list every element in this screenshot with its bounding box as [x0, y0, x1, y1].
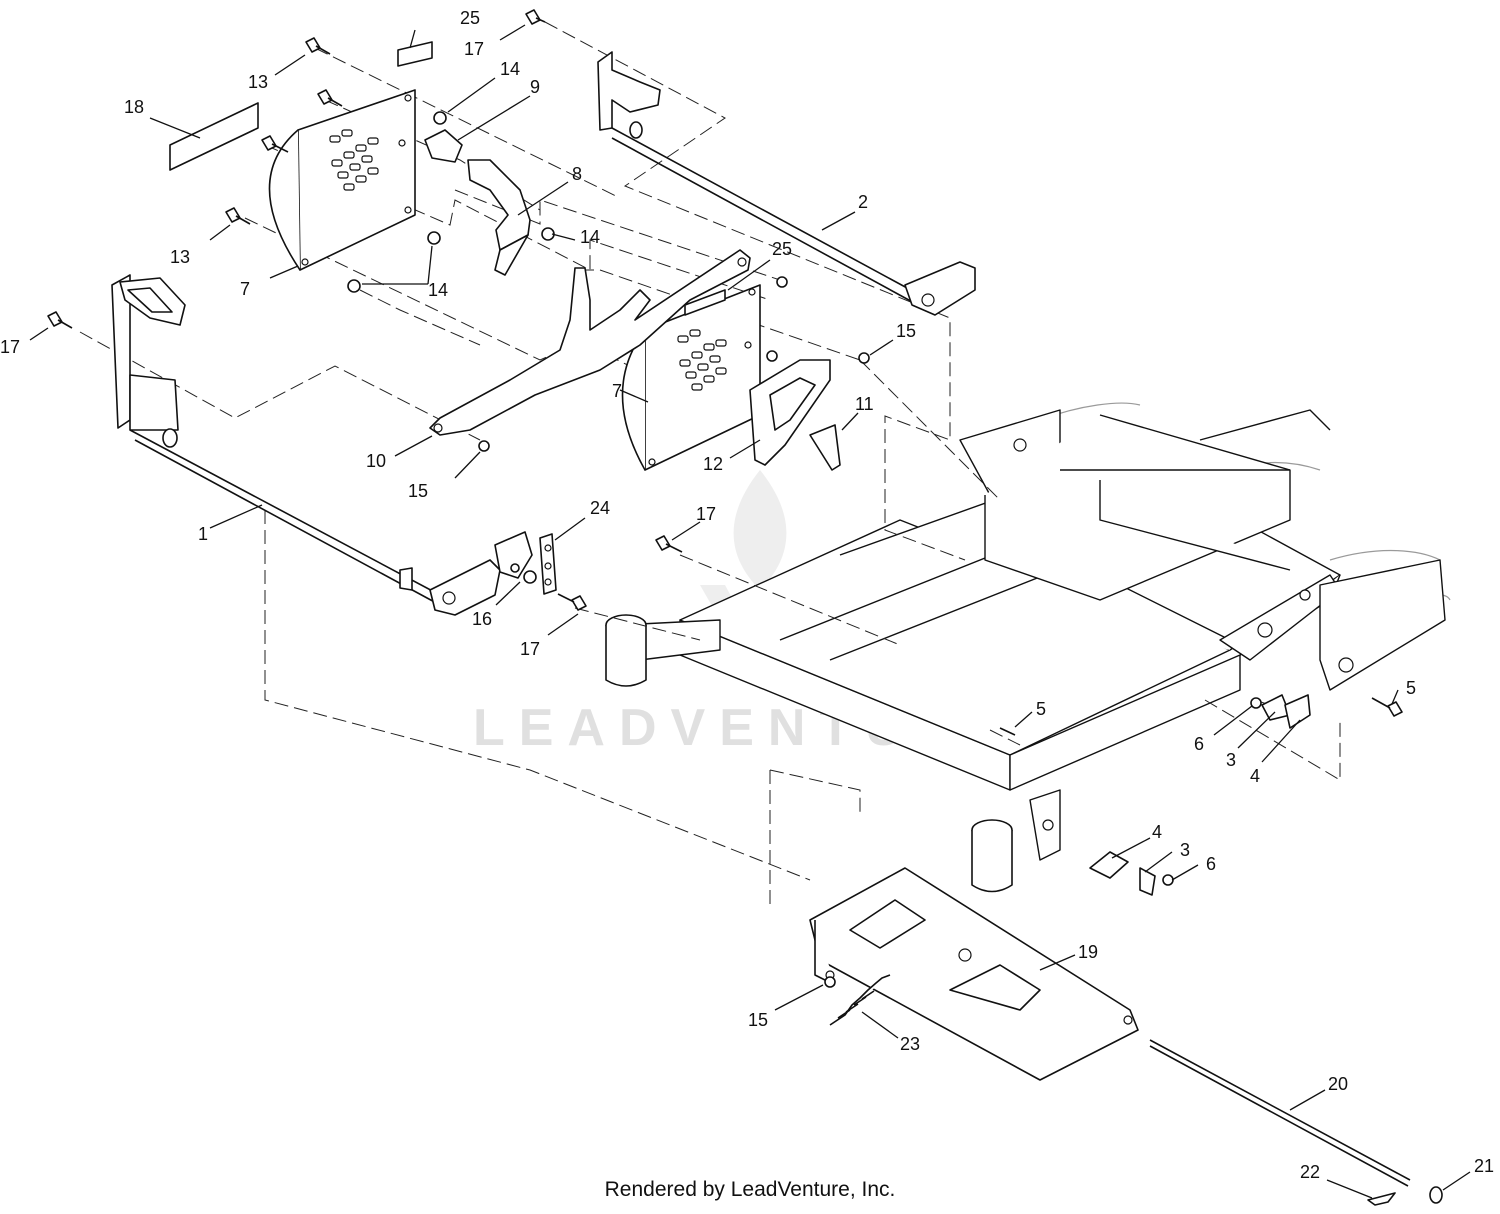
part-24-chain-bracket: [494, 531, 557, 595]
bolt-13-lower: [225, 207, 251, 225]
bolt-upper-mid: [317, 89, 343, 107]
vent-slots: [329, 129, 379, 191]
callout-5: 5: [1036, 699, 1046, 719]
vent-slots: [677, 329, 727, 391]
bolt-17-lower: [557, 593, 587, 611]
part-25-decals: [397, 41, 726, 316]
callout-18: 18: [124, 97, 144, 117]
callout-22: 22: [1300, 1162, 1320, 1182]
callout-17: 17: [520, 639, 540, 659]
callout-19: 19: [1078, 942, 1098, 962]
bolt-13-upper: [305, 37, 331, 55]
nut-15-a: [776, 276, 788, 288]
part-20-rod: [1149, 1039, 1411, 1187]
part-10-lift-lever: [429, 249, 751, 436]
callout-25: 25: [460, 8, 480, 28]
part-18-decal: [169, 102, 259, 171]
callout-7: 7: [240, 279, 250, 299]
part-3-4-6-upper: [1250, 694, 1311, 729]
part-1-lift-shaft: [111, 274, 501, 616]
part-21-washer: [1429, 1186, 1443, 1204]
part-16-washer: [510, 563, 537, 584]
callout-8: 8: [572, 164, 582, 184]
callout-15: 15: [896, 321, 916, 341]
callout-11: 11: [855, 394, 874, 414]
callout-4: 4: [1250, 766, 1260, 786]
callout-13: 13: [248, 72, 268, 92]
callout-15: 15: [408, 481, 428, 501]
footer-credit: Rendered by LeadVenture, Inc.: [604, 1178, 896, 1201]
callout-23: 23: [900, 1034, 920, 1054]
bolt-upper-lower: [261, 135, 289, 153]
callout-4: 4: [1152, 822, 1162, 842]
part-8-lever-bracket: [467, 159, 531, 276]
nut-14-mid: [427, 231, 441, 245]
part-9-grip: [424, 129, 463, 163]
callout-13: 13: [170, 247, 190, 267]
part-12-foot-pad: [749, 359, 831, 466]
part-2-lift-shaft: [597, 51, 976, 316]
part-22-clip: [1367, 1192, 1396, 1206]
bolt-17-top: [525, 9, 546, 25]
callout-6: 6: [1206, 854, 1216, 874]
callout-9: 9: [530, 77, 540, 97]
callout-25: 25: [772, 239, 792, 259]
fasteners: [47, 9, 1403, 988]
mower-frame: [605, 402, 1451, 893]
part-7-plate-upper: [268, 89, 416, 271]
nut-15-e: [824, 976, 836, 988]
nut-14-upper: [433, 111, 447, 125]
nut-15-c: [858, 352, 870, 364]
callout-6: 6: [1194, 734, 1204, 754]
callout-15: 15: [748, 1010, 768, 1030]
leader-lines: [29, 24, 1471, 1199]
bolt-17-left: [47, 311, 73, 329]
callout-14: 14: [580, 227, 600, 247]
callout-17: 17: [696, 504, 716, 524]
callout-12: 12: [703, 454, 723, 474]
callout-7: 7: [612, 381, 622, 401]
nut-15-b: [766, 350, 778, 362]
part-3-4-6-lower: [1089, 851, 1174, 896]
bolt-5-left: [999, 727, 1016, 736]
part-23-spring: [829, 974, 891, 1026]
callout-17: 17: [0, 337, 20, 357]
bolt-5-right: [1371, 697, 1403, 717]
nut-15-d: [478, 440, 490, 452]
callout-10: 10: [366, 451, 386, 471]
callout-24: 24: [590, 498, 610, 518]
nut-14-lower: [347, 279, 361, 293]
callout-3: 3: [1180, 840, 1190, 860]
part-7-plate-lower: [621, 284, 761, 471]
callout-3: 3: [1226, 750, 1236, 770]
part-19-lift-plate: [809, 867, 1139, 1081]
callout-14: 14: [428, 280, 448, 300]
callout-20: 20: [1328, 1074, 1348, 1094]
callout-16: 16: [472, 609, 492, 629]
callouts: 13 13 17 17 17 17 25 25 18 14 14 14 9 8 …: [0, 8, 1494, 1182]
bolt-17-center: [655, 535, 683, 553]
part-11-pin: [809, 424, 841, 471]
callout-1: 1: [198, 524, 208, 544]
callout-21: 21: [1474, 1156, 1494, 1176]
callout-17: 17: [464, 39, 484, 59]
callout-14: 14: [500, 59, 520, 79]
callout-2: 2: [858, 192, 868, 212]
callout-5: 5: [1406, 678, 1416, 698]
